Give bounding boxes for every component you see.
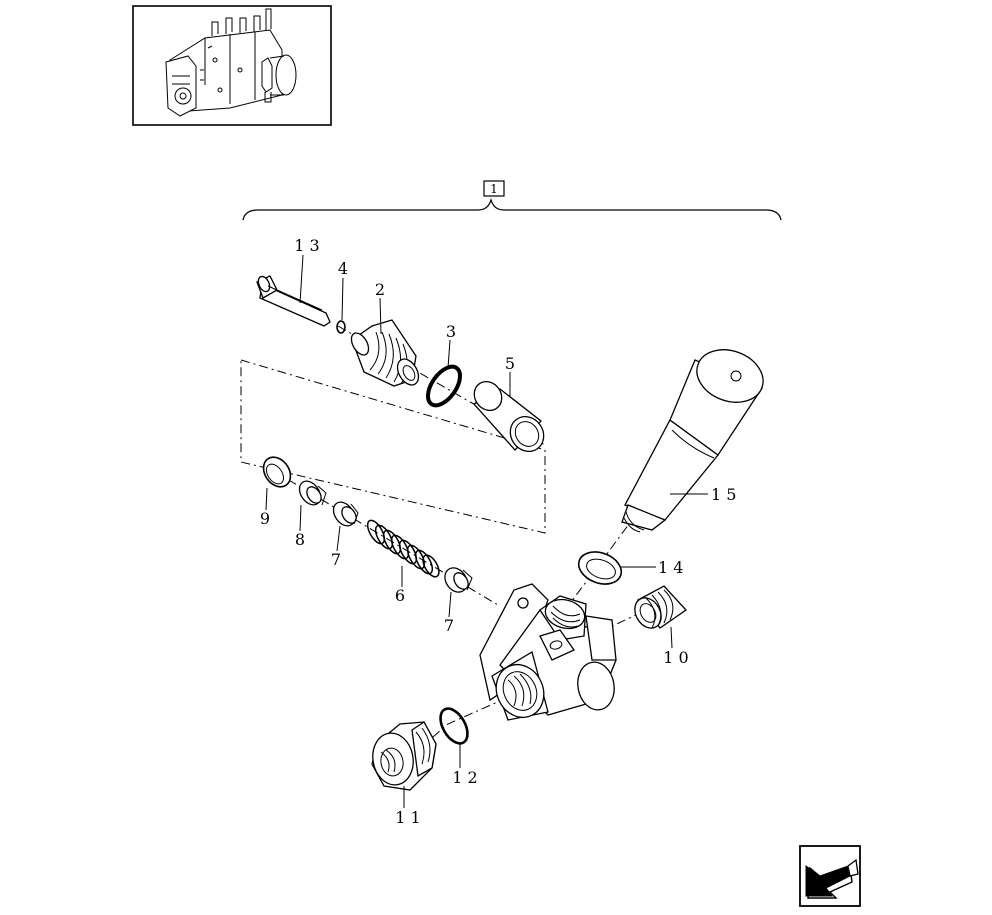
part-4-small-oring[interactable] [336,320,346,334]
label-part-7a: 7 [331,550,341,569]
part-7-spring-seat-b[interactable] [440,564,473,597]
label-part-2: 2 [375,280,385,299]
label-part-6: 6 [395,586,405,605]
part-3-oring[interactable] [422,361,467,411]
label-part-3: 3 [446,322,456,341]
label-part-10: 1 0 [663,648,688,667]
part-2-threaded-plug[interactable] [348,319,423,389]
label-part-7b: 7 [444,616,454,635]
callout-labels: 1 3 4 2 3 5 9 8 7 6 7 1 5 1 4 1 0 1 2 1 … [260,236,737,827]
part-15-priming-pump[interactable] [621,341,771,533]
label-part-13: 1 3 [294,236,319,255]
part-12-oring[interactable] [435,704,473,748]
part-7-spring-seat-a[interactable] [329,498,359,530]
label-part-4: 4 [338,259,348,278]
part-14-washer[interactable] [574,546,626,589]
part-6-spring[interactable] [364,518,442,580]
pump-body[interactable] [479,583,618,725]
part-11-plug[interactable] [369,721,437,791]
part-13-bolt[interactable] [256,275,331,327]
part-5-sleeve[interactable] [469,376,551,458]
label-part-5: 5 [505,354,515,373]
assembly-brace: 1 [242,180,782,221]
label-part-8: 8 [295,530,305,549]
part-8-valve[interactable] [295,477,327,509]
fuel-injection-pump-thumbnail[interactable] [132,5,332,126]
assembly-ref-label: 1 [490,182,498,196]
part-9-seal-ring[interactable] [258,452,296,492]
label-part-9: 9 [260,509,270,528]
leader-lines [265,254,708,808]
part-10-threaded-fitting[interactable] [630,585,687,633]
label-part-12: 1 2 [452,768,477,787]
back-arrow-icon[interactable] [799,845,861,907]
label-part-11: 1 1 [395,808,420,827]
label-part-15: 1 5 [711,485,736,504]
label-part-14: 1 4 [658,558,683,577]
